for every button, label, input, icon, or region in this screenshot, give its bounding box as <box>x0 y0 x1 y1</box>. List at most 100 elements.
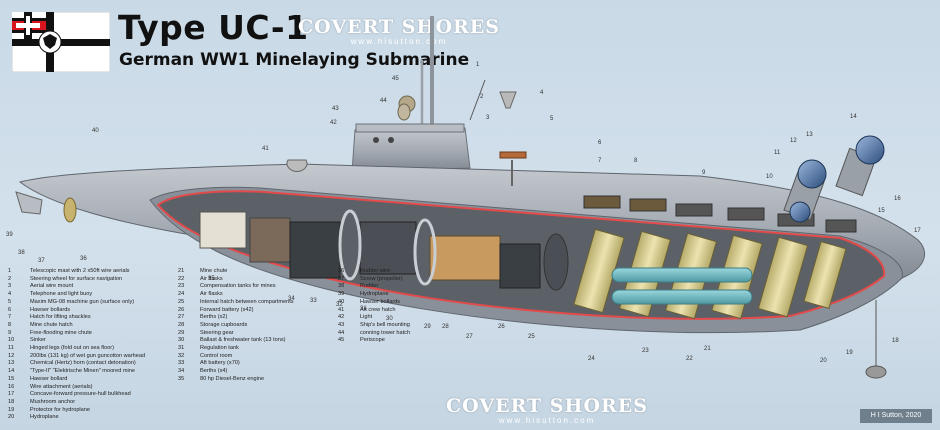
callout-9: 9 <box>702 170 706 176</box>
berths-forward <box>429 235 501 281</box>
aft-battery <box>289 221 341 279</box>
legend-number: 16 <box>8 383 15 390</box>
callout-45: 45 <box>392 76 399 82</box>
legend-label: "Type-II" "Elektrische Minen" moored min… <box>30 368 135 375</box>
legend-number: 24 <box>178 291 185 298</box>
legend-label: Steering wheel for surface navigation <box>30 275 123 282</box>
callout-2: 2 <box>480 94 484 100</box>
callout-44: 44 <box>380 98 387 104</box>
legend-number: 12 <box>8 352 15 359</box>
legend-number: 7 <box>8 314 12 321</box>
legend-label: Hawser bollard <box>30 375 68 382</box>
callout-24: 24 <box>588 356 595 362</box>
legend-number: 37 <box>338 275 345 282</box>
callout-26: 26 <box>498 324 505 330</box>
legend-number: 36 <box>338 268 345 274</box>
legend-label: Steering gear <box>200 329 234 336</box>
legend-label: Telephone and light buoy <box>30 291 93 298</box>
legend-number: 39 <box>338 291 345 298</box>
logo-line2: www.hisutton.com <box>350 37 448 46</box>
legend-number: 3 <box>8 283 12 290</box>
imperial-war-ensign-flag <box>11 11 111 73</box>
legend-label: Light <box>360 314 373 321</box>
legend-number: 25 <box>178 298 185 305</box>
callout-29: 29 <box>424 324 431 330</box>
legend-label: Maxim MG-08 machine gun (surface only) <box>30 298 135 305</box>
legend-label: Aft crew hatch <box>360 306 396 313</box>
legend-number: 8 <box>8 321 12 328</box>
callout-5: 5 <box>550 116 554 122</box>
legend-label: Berths (x2) <box>200 314 228 321</box>
berths-aft <box>249 217 291 263</box>
porthole <box>373 137 379 143</box>
legend-label: Wire attachment (aerials) <box>30 383 93 390</box>
callout-34: 34 <box>288 296 295 302</box>
callout-28: 28 <box>442 324 449 330</box>
logo-line2: www.hisutton.com <box>498 416 596 425</box>
legend-label: Air flasks <box>200 275 223 282</box>
legend-label: Screw (propeller) <box>360 275 403 282</box>
legend-number: 1 <box>8 268 12 274</box>
legend-number: 31 <box>178 345 185 351</box>
moored-mines <box>783 135 885 223</box>
aerial-wire <box>469 79 486 121</box>
legend-number: 4 <box>8 291 12 298</box>
callout-40: 40 <box>92 128 99 134</box>
callout-4: 4 <box>540 90 544 96</box>
callout-16: 16 <box>894 196 901 202</box>
legend-label: Internal hatch between compartments <box>200 298 294 305</box>
callout-27: 27 <box>466 334 473 340</box>
legend-label: Telescopic mast with 2 x50ft wire aerial… <box>30 268 130 274</box>
bulkhead-ring <box>413 218 437 286</box>
callout-17: 17 <box>914 228 921 234</box>
legend-number: 21 <box>178 268 185 274</box>
covert-shores-logo-bottom: COVERT SHORES www.hisutton.com <box>446 396 648 425</box>
ensign-graphic <box>11 11 111 73</box>
callout-23: 23 <box>642 348 649 354</box>
air-flask <box>611 289 753 305</box>
legend-number: 22 <box>178 275 185 282</box>
logo-line1: COVERT SHORES <box>298 16 500 38</box>
legend-number: 10 <box>8 337 15 344</box>
legend-label: Aft battery (x70) <box>200 360 240 367</box>
callout-6: 6 <box>598 140 602 146</box>
callout-41: 41 <box>262 146 269 152</box>
callout-10: 10 <box>766 174 773 180</box>
parts-legend: 1 Telescopic mast with 2 x50ft wire aeria… <box>8 268 410 426</box>
porthole <box>388 137 394 143</box>
legend-label: 200lbs (131 kg) of wet gun guncotton war… <box>30 352 146 359</box>
legend-label: Air flasks <box>200 291 223 298</box>
callout-33: 33 <box>310 298 317 304</box>
callout-39: 39 <box>6 232 13 238</box>
legend-label: Rudder <box>360 283 379 290</box>
legend-number: 19 <box>8 406 15 413</box>
legend-label: Concave-forward pressure-hull bulkhead <box>30 391 131 398</box>
legend-number: 33 <box>178 360 185 367</box>
diesel-engine <box>199 211 247 249</box>
callout-36: 36 <box>80 256 87 262</box>
legend-label: Hatch for lifting shackles <box>30 314 91 321</box>
legend-number: 29 <box>178 329 185 336</box>
legend-label: Control room <box>200 352 233 359</box>
callout-22: 22 <box>686 356 693 362</box>
legend-number: 38 <box>338 283 345 290</box>
mushroom-anchor <box>865 365 887 379</box>
callout-25: 25 <box>528 334 535 340</box>
callout-7: 7 <box>598 158 602 164</box>
legend-label: Hawser bollards <box>30 306 71 313</box>
bulkhead-ring <box>338 209 362 281</box>
legend-label: Periscope <box>360 337 385 344</box>
callout-42: 42 <box>330 120 337 126</box>
callout-8: 8 <box>634 158 638 164</box>
legend-label: Rudder wire <box>360 268 391 274</box>
legend-label: Hydroplane <box>30 414 59 421</box>
legend-number: 5 <box>8 298 12 305</box>
callout-14: 14 <box>850 114 857 120</box>
legend-label: Hawser bollards <box>360 298 401 305</box>
tower-rim <box>355 123 465 133</box>
callout-30: 30 <box>386 316 393 322</box>
legend-label: Sinker <box>30 337 46 344</box>
legend-label: Aerial wire mount <box>30 283 74 290</box>
page-title: Type UC-1 <box>118 8 309 47</box>
